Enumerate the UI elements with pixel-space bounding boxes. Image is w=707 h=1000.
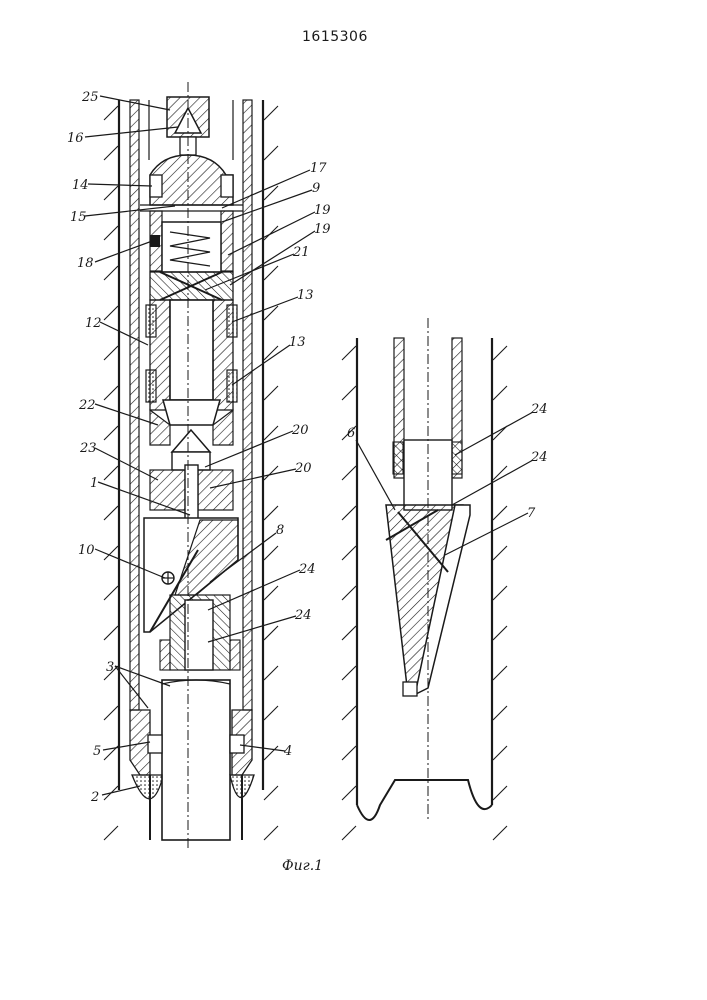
label-18: 18 [77, 256, 94, 271]
label-19-a: 19 [314, 203, 331, 218]
right-label-24-a: 24 [530, 402, 548, 417]
label-8: 8 [276, 523, 284, 538]
right-label-24-b: 24 [530, 450, 548, 465]
label-16: 16 [67, 131, 84, 146]
label-15: 15 [70, 210, 87, 225]
spring-chamber [150, 211, 233, 272]
label-3: 3 [106, 660, 114, 675]
label-25: 25 [81, 90, 99, 105]
label-2: 2 [90, 790, 99, 805]
figure-caption: Фиг.1 [282, 858, 323, 874]
core-column [162, 680, 230, 840]
label-14: 14 [72, 178, 89, 193]
label-20-a: 20 [291, 423, 309, 438]
lower-sleeve [160, 595, 240, 670]
upper-body [140, 155, 243, 211]
cross-channels [150, 272, 233, 300]
label-13-b: 13 [289, 335, 306, 350]
label-19-b: 19 [314, 222, 331, 237]
label-13-a: 13 [297, 288, 314, 303]
label-20-b: 20 [294, 461, 312, 476]
left-view: 25 16 14 15 18 17 9 19 19 21 13 13 12 22… [67, 82, 331, 850]
right-label-7: 7 [527, 506, 536, 521]
right-view: 6 24 24 7 [342, 318, 548, 840]
label-23: 23 [79, 441, 97, 456]
label-9: 9 [312, 181, 320, 196]
central-piston [146, 300, 237, 425]
label-10: 10 [78, 543, 95, 558]
label-21: 21 [292, 245, 310, 260]
right-crown-profile [357, 780, 492, 820]
label-22: 22 [78, 398, 96, 413]
label-1: 1 [90, 476, 98, 491]
label-4: 4 [283, 744, 292, 759]
label-17: 17 [310, 161, 327, 176]
label-24-a: 24 [298, 562, 316, 577]
right-label-6: 6 [347, 426, 355, 441]
label-5: 5 [93, 744, 101, 759]
label-24-b: 24 [294, 608, 312, 623]
label-12: 12 [85, 316, 102, 331]
